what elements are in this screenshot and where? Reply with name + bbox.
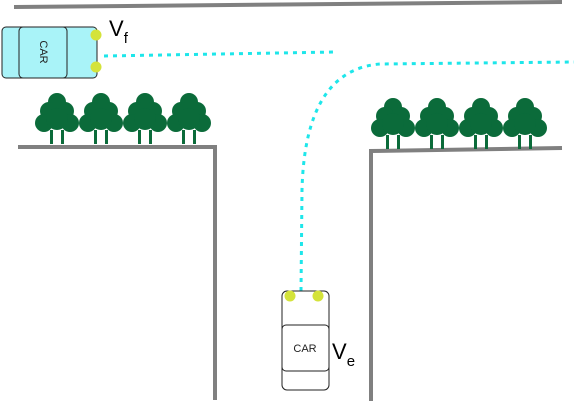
tree-icon	[123, 93, 167, 144]
car-icon: CAR	[281, 290, 330, 391]
car-cabin	[281, 324, 330, 372]
car-label: CAR	[37, 40, 49, 63]
front-car-trajectory	[103, 50, 336, 58]
car-label: CAR	[293, 343, 316, 355]
velocity-label-ego: Ve	[332, 339, 355, 370]
headlight-icon	[90, 29, 102, 41]
tree-icon	[415, 98, 459, 149]
tree-icon	[167, 93, 211, 144]
velocity-label-front: Vf	[109, 16, 129, 47]
headlight-icon	[284, 290, 296, 302]
headlight-icon	[90, 61, 102, 73]
car-icon: CAR	[1, 26, 98, 79]
tree-icon	[459, 98, 503, 149]
trajectories	[103, 50, 574, 292]
ego-car: CAR Ve	[281, 290, 355, 391]
top-road-edge	[13, 0, 563, 9]
ego-car-turn-trajectory	[299, 60, 574, 292]
tree-icon	[35, 93, 79, 144]
tree-icon	[503, 98, 547, 149]
front-car: CAR Vf	[1, 16, 129, 79]
car-cabin	[18, 26, 68, 79]
tree-row-left	[35, 93, 211, 144]
right-road-edge	[369, 146, 563, 401]
tree-icon	[79, 93, 123, 144]
left-road-edge	[18, 145, 217, 400]
tree-icon	[371, 98, 415, 149]
road-edges	[13, 0, 563, 401]
headlight-icon	[312, 290, 324, 302]
tree-row-right	[371, 98, 547, 149]
